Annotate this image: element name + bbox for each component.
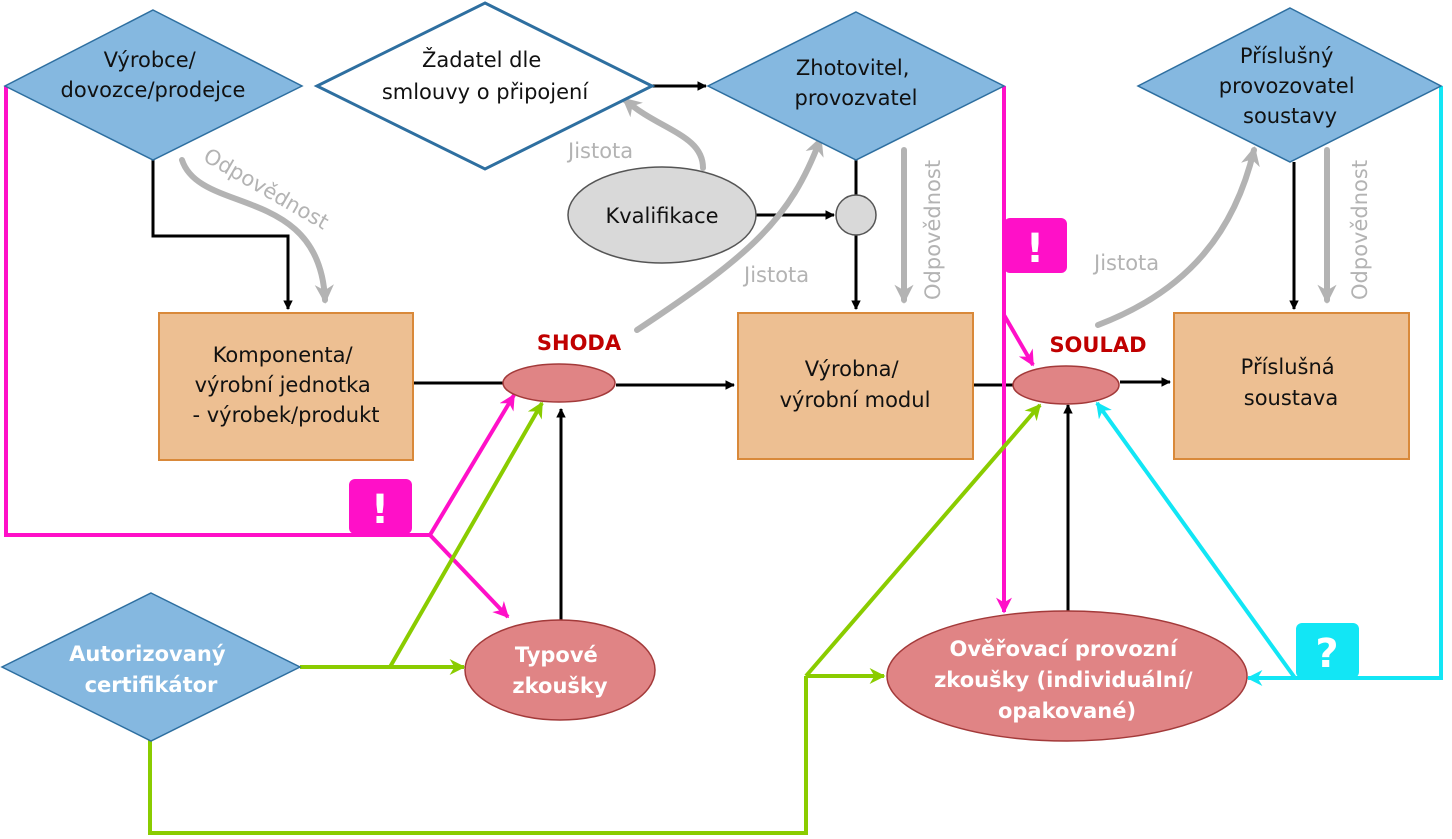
provozovatel-diamond [1136,7,1443,163]
green-to-soulad-arrow [804,403,1042,678]
node-typove: Typové zkoušky [464,619,656,721]
warning-badge-mid: ! [1004,218,1067,273]
provozovatel-label-line: provozovatel [1219,74,1355,98]
vyrobce-diamond [3,9,304,161]
node-vyrobce: Výrobce/ dovozce/prodejce [3,9,304,161]
jistota-provozovatel-label: Jistota [1092,251,1159,275]
question-badge: ? [1296,623,1359,678]
overovaci-label-line: opakované) [998,699,1136,723]
junction-circle [835,194,877,236]
warning-icon: ! [1026,226,1044,272]
magenta-to-typove-arrow [428,533,510,619]
soustava-label-line: Příslušná [1241,355,1335,379]
soulad-ellipse [1012,365,1120,405]
komponenta-label-line: - výrobek/produkt [192,403,379,427]
magenta-to-shoda-arrow [428,393,516,537]
vyrobce-to-komponenta-line [151,160,293,310]
vyrobna-box [737,312,974,460]
vyrobna-label-line: výrobní modul [780,388,931,412]
overovaci-label-line: zkoušky (individuální/ [934,668,1193,692]
green-to-shoda-arrow [388,401,544,668]
overovaci-ellipse [886,610,1248,742]
warning-badge-mid-bg [1004,218,1067,273]
svg-text:Příslušná soustava: Příslušná soustava [1241,355,1342,410]
odpovednost-zhotovitel-label: Odpovědnost [921,160,945,300]
provozovatel-label-line: Příslušný [1240,44,1334,68]
node-kvalifikace: Kvalifikace [567,166,757,264]
svg-text:Ověřovací provozní zkouš: Ověřovací provozní zkoušky (individuální… [934,637,1200,723]
soustava-label-line: soustava [1244,386,1338,410]
zadatel-label-line: smlouvy o připojení [382,80,589,104]
odpovednost-vyrobce-arrow [179,157,334,304]
jistota-provozovatel-arrow [1095,146,1260,328]
komponenta-label-line: Komponenta/ [213,343,354,367]
soulad-label: SOULAD [1049,333,1146,357]
node-provozovatel: Příslušný provozovatel soustavy [1136,7,1443,163]
kvalifikace-label: Kvalifikace [605,204,718,228]
komponenta-label-line: výrobní jednotka [195,373,371,397]
zadatel-diamond [313,1,656,171]
svg-text:Příslušný provozovatel: Příslušný provozovatel soustavy [1219,44,1361,128]
node-zadatel: Žadatel dle smlouvy o připojení [313,1,656,171]
node-soustava: Příslušná soustava [1173,312,1410,460]
shoda-ellipse [502,363,616,403]
node-zhotovitel: Zhotovitel, provozvatel [706,11,1006,161]
jistota-zadatel-label: Jistota [566,139,633,163]
node-komponenta: Komponenta/ výrobní jednotka - výrobek/p… [158,312,414,461]
warning-icon: ! [371,487,389,533]
svg-text:Výrobce/ dovozce/prodejc: Výrobce/ dovozce/prodejce [61,48,246,102]
odpovednost-provozovatel-label: Odpovědnost [1348,160,1372,300]
cyan-to-soulad-arrow [1095,401,1297,680]
gray-connectors [179,97,1337,333]
svg-text:Zhotovitel, provozvatel: Zhotovitel, provozvatel [795,56,918,110]
vyrobce-label-line: dovozce/prodejce [61,78,246,102]
node-overovaci: Ověřovací provozní zkoušky (individuální… [886,610,1248,742]
jistota-zadatel-arrow [622,97,706,171]
kvalifikace-ellipse [567,166,757,264]
svg-text:Komponenta/ výrobní jedn: Komponenta/ výrobní jednotka - výrobek/p… [192,343,379,427]
odpovednost-vyrobce-label: Odpovědnost [200,144,333,235]
vyrobna-label-line: Výrobna/ [805,357,900,381]
svg-text:Žadatel dle smlouvy o př: Žadatel dle smlouvy o připojení [382,47,589,104]
typove-ellipse [464,619,656,721]
certifikator-label-line: certifikátor [85,673,218,697]
vyrobce-label-line: Výrobce/ [104,48,197,72]
komponenta-box [158,312,414,461]
typove-label-line: zkoušky [512,674,607,698]
zhotovitel-label-line: provozvatel [795,86,918,110]
magenta-connectors [4,86,1035,619]
black-connectors [151,81,1299,622]
svg-text:Typové zkoušky: Typové zkoušky [512,643,607,698]
vyrobce-magenta-path [4,86,430,537]
zadatel-label-line: Žadatel dle [422,47,541,72]
warning-badge-left: ! [349,479,412,534]
certifikator-diamond [0,592,302,742]
provozovatel-label-line: soustavy [1243,104,1337,128]
green-connectors [148,401,1042,835]
warning-badge-left-bg [349,479,412,534]
shoda-label: SHODA [537,331,622,355]
certifikator-label-line: Autorizovaný [69,642,226,666]
certifikator-bottom-path [148,676,808,835]
question-badge-bg [1296,623,1359,678]
overovaci-label-line: Ověřovací provozní [949,637,1178,661]
zhotovitel-label-line: Zhotovitel, [796,56,910,80]
zhotovitel-diamond [706,11,1006,161]
soustava-box [1173,312,1410,460]
typove-label-line: Typové [515,643,598,667]
node-certifikator: Autorizovaný certifikátor [0,592,302,742]
question-icon: ? [1315,631,1338,677]
magenta-to-soulad-arrow [1002,313,1035,367]
svg-text:Autorizovaný certifikáto: Autorizovaný certifikátor [69,642,233,697]
node-vyrobna: Výrobna/ výrobní modul [737,312,974,460]
jistota-zhotovitel-arrow [634,136,824,333]
svg-text:Výrobna/ výrobní modul: Výrobna/ výrobní modul [780,357,931,412]
jistota-zhotovitel-label: Jistota [742,263,809,287]
